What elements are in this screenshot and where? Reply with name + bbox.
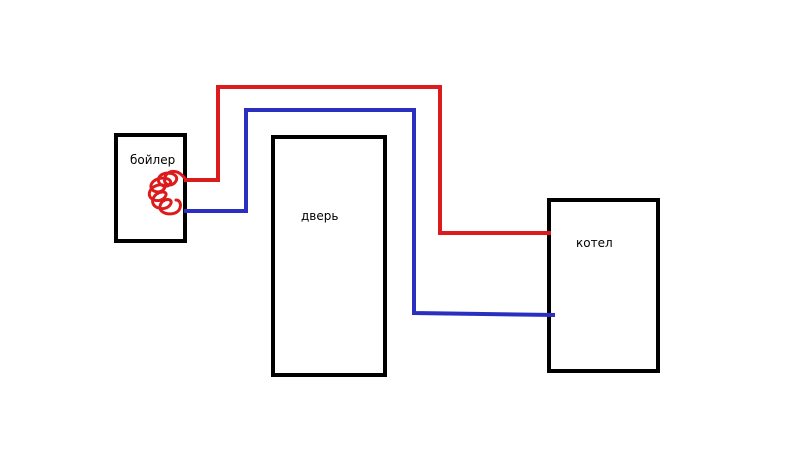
boiler-label: бойлер	[130, 153, 175, 167]
hot-pipe-line	[184, 85, 551, 235]
cold-pipe-line	[184, 108, 556, 318]
door-box	[271, 135, 387, 377]
kotel-box	[547, 198, 660, 373]
boiler-box	[114, 133, 187, 243]
kotel-label: котел	[576, 236, 613, 250]
heating-coil-icon	[147, 169, 188, 216]
door-label: дверь	[301, 209, 338, 223]
